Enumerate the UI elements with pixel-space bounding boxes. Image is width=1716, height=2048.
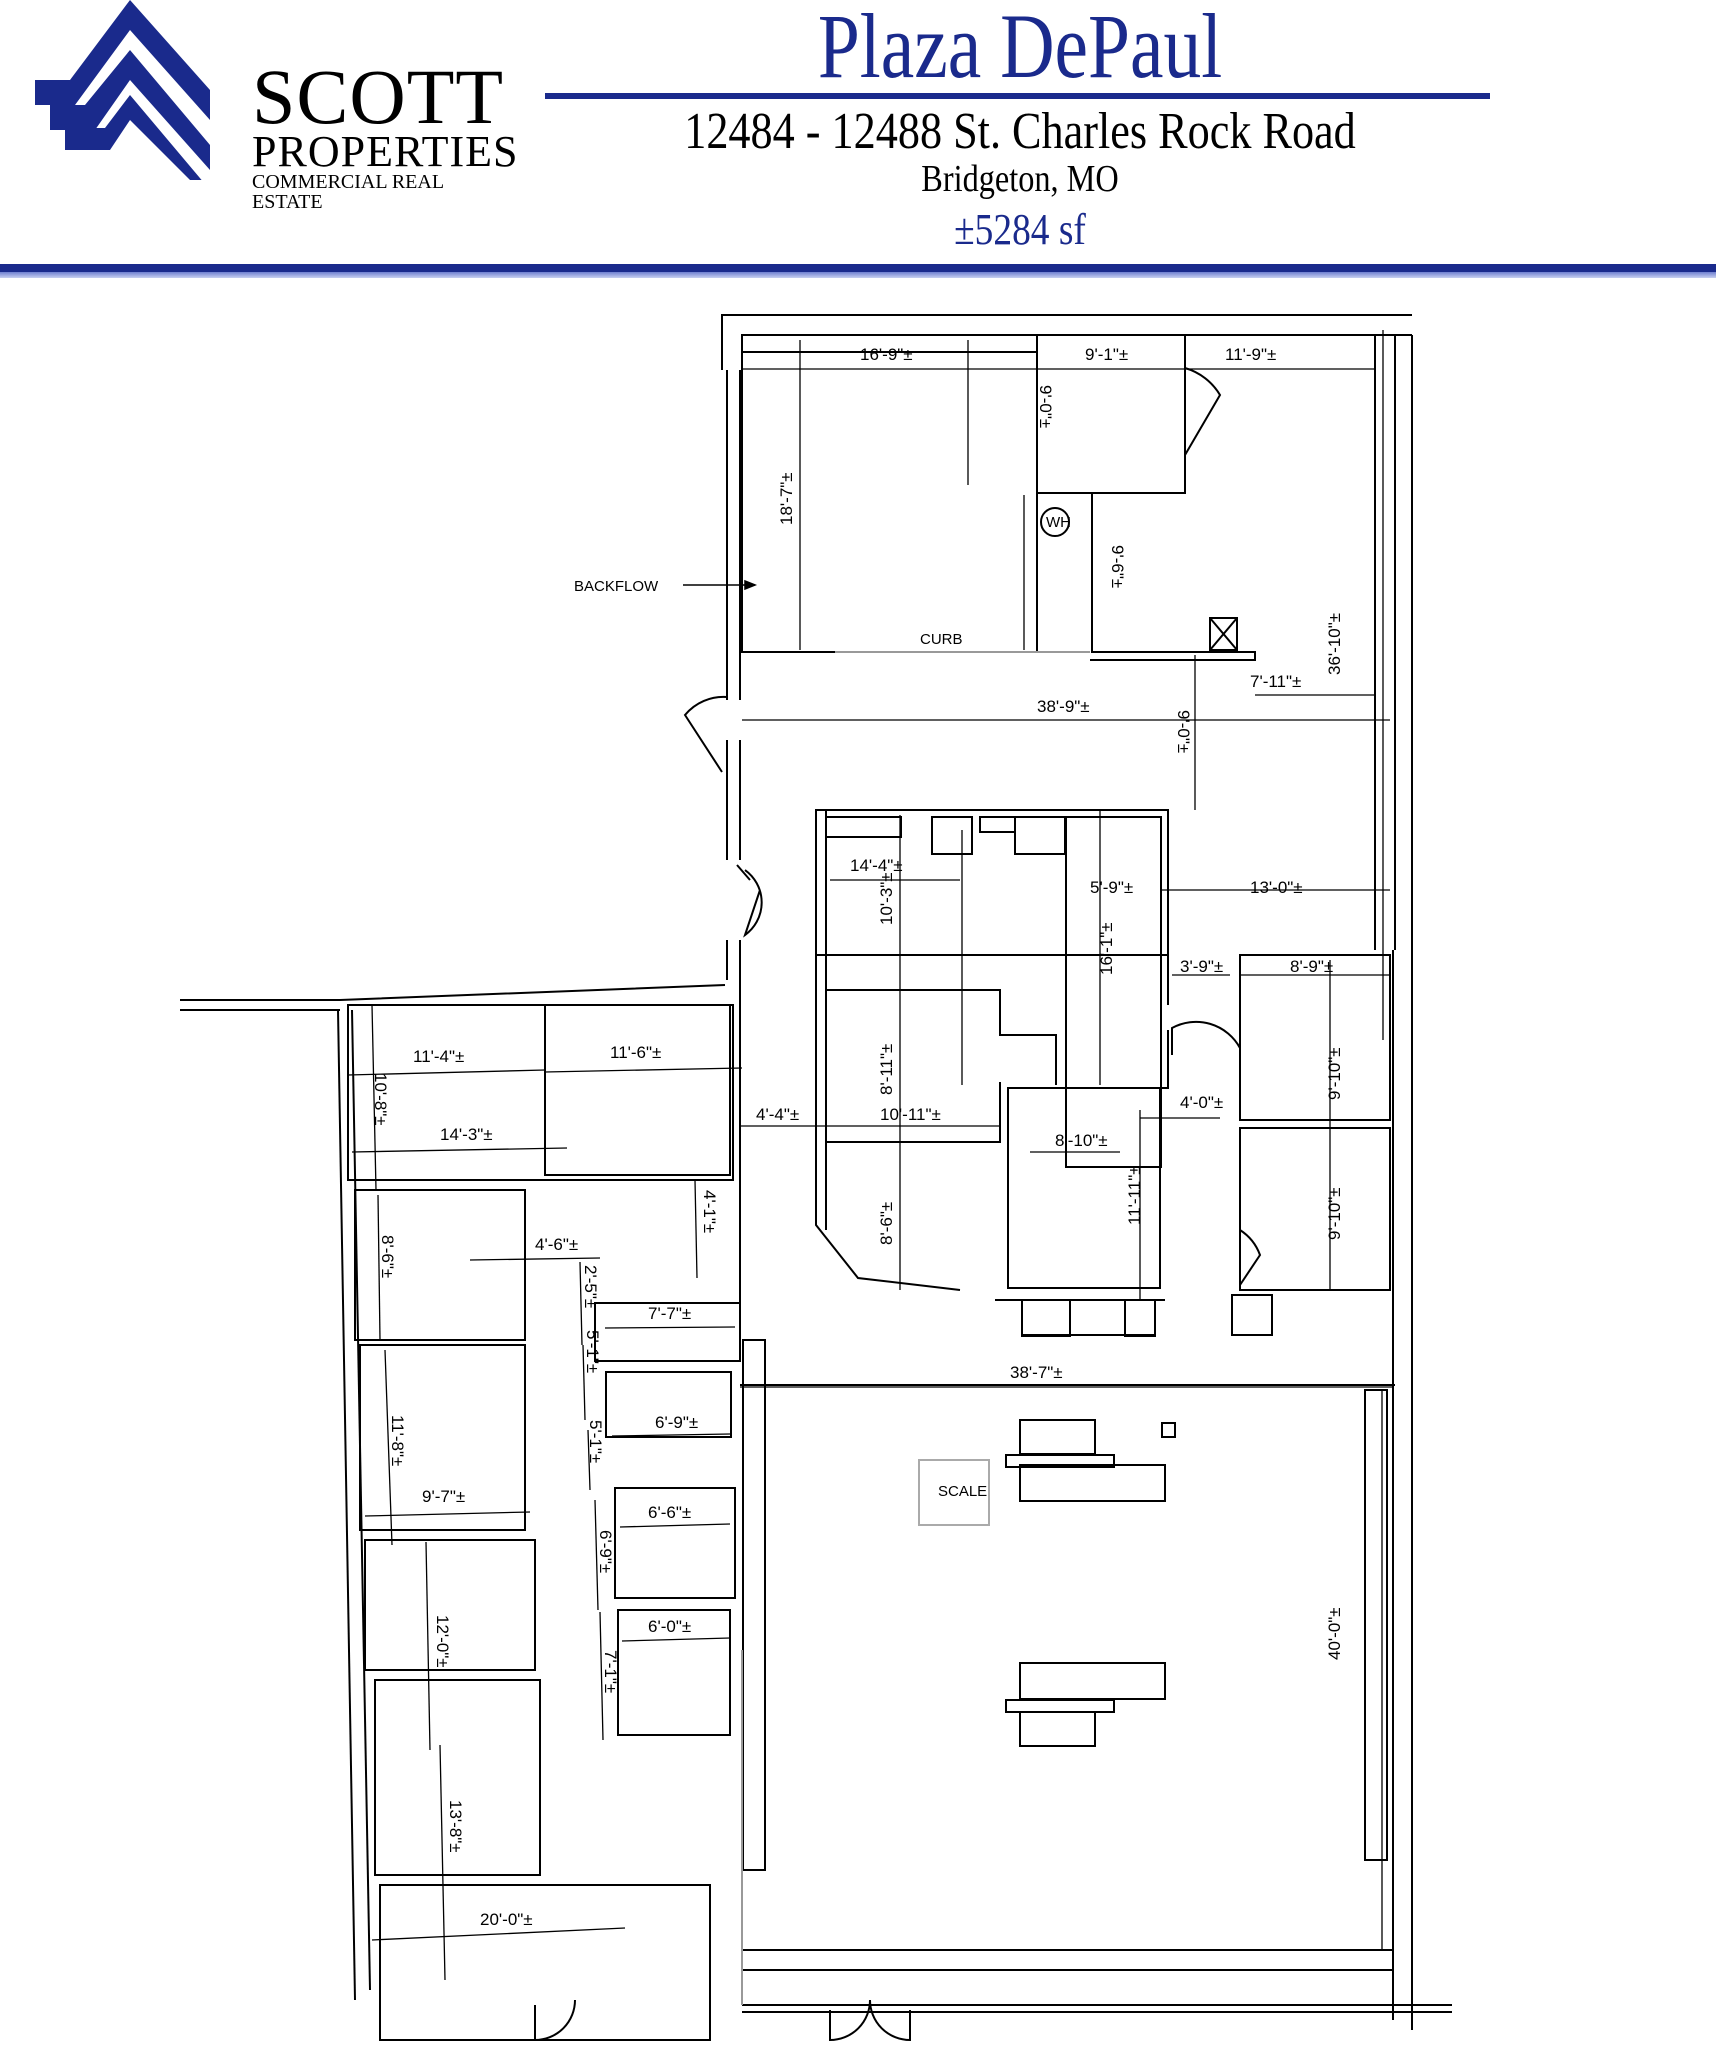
dim-front-office-height: 13'-8"± [446, 1800, 465, 1853]
dim-hall-d: 2'-5"± [581, 1265, 600, 1308]
dim-top-left-width: 16'-9"± [860, 345, 913, 364]
dim-corridor-b: 4'-0"± [1180, 1093, 1223, 1112]
dim-office4-height: 11'-8"± [388, 1415, 407, 1466]
dim-office1-lower-width: 14'-3"± [440, 1125, 493, 1144]
dim-office4-width: 9'-7"± [422, 1487, 465, 1506]
property-city: Bridgeton, MO [921, 158, 1119, 200]
dim-prep-width: 8'-10"± [1055, 1131, 1108, 1150]
dim-room-mid-width: 10'-11"± [880, 1105, 941, 1124]
dim-top-right-width: 11'-9"± [1225, 345, 1276, 364]
dim-hall-c: 4'-6"± [535, 1235, 578, 1254]
curb-label: CURB [920, 631, 963, 648]
dim-restroom1-width: 7'-7"± [648, 1304, 691, 1323]
dim-right-total-height: 36'-10"± [1325, 613, 1344, 675]
dim-office1-height: 10'-8"± [371, 1073, 390, 1126]
dim-room-low-height: 8'-6"± [877, 1202, 896, 1245]
logo-line-properties: PROPERTIES [252, 127, 519, 176]
dim-main-height: 40'-0"± [1325, 1607, 1344, 1660]
dim-prep-height: 11'-11"± [1125, 1165, 1144, 1225]
dim-office3-height: 8'-6"± [378, 1235, 397, 1278]
dim-room-mid-height: 8'-11"± [877, 1044, 896, 1095]
dim-right-notch: 7'-11"± [1250, 672, 1301, 691]
dim-closet-height: 9'-0"± [1036, 385, 1055, 428]
dim-office-a-height: 9'-10"± [1325, 1047, 1344, 1100]
dim-kitchen-height: 10'-3"± [877, 872, 896, 925]
dim-office5-height: 12'-0"± [433, 1615, 452, 1668]
property-area: ±5284 sf [954, 205, 1086, 254]
dim-corridor-height: 9'-6"± [1108, 545, 1127, 588]
scale-label: SCALE [938, 1483, 987, 1500]
dim-hall-e: 4'-1"± [700, 1190, 719, 1233]
outer-wall-top [721, 314, 1412, 370]
scott-properties-logo: SCOTT PROPERTIES COMMERCIAL REAL ESTATE [30, 0, 518, 212]
water-heater-label: WH [1046, 514, 1071, 531]
dim-right-office-width: 13'-0"± [1250, 878, 1303, 897]
dim-restroom1-height: 5'-1"± [583, 1330, 602, 1373]
backflow-label: BACKFLOW [574, 578, 659, 595]
dim-office2-width: 11'-6"± [610, 1043, 661, 1062]
dim-pantry-width: 5'-9"± [1090, 878, 1133, 897]
equipment-box-icon [1209, 617, 1238, 651]
dim-main-width: 38'-7"± [1010, 1363, 1063, 1382]
dim-kitchen-width: 14'-4"± [850, 856, 903, 875]
logo-line-tagline: COMMERCIAL REAL ESTATE [252, 171, 444, 213]
property-title: Plaza DePaul [817, 0, 1223, 97]
dim-restroom4-width: 6'-0"± [648, 1617, 691, 1636]
header-bottom-gradient [0, 272, 1716, 278]
header: SCOTT PROPERTIES COMMERCIAL REAL ESTATE … [0, 0, 1716, 280]
dim-office-b-height: 9'-10"± [1325, 1187, 1344, 1240]
property-address: 12484 - 12488 St. Charles Rock Road [684, 103, 1356, 160]
dim-corridor-a: 4'-4"± [756, 1105, 799, 1124]
header-bottom-rule [0, 264, 1716, 272]
dim-restroom2-height: 5'-1"± [586, 1420, 605, 1463]
chevron-roof-icon [35, 0, 210, 200]
title-divider [545, 93, 1490, 99]
dim-restroom3-width: 6'-6"± [648, 1503, 691, 1522]
dim-restroom2-width: 6'-9"± [655, 1413, 698, 1432]
dim-restroom4-height: 7'-1"± [601, 1650, 620, 1693]
dim-storage-height: 18'-7"± [777, 472, 796, 525]
dim-pantry-height: 16'-1"± [1097, 922, 1116, 975]
logo-line-scott: SCOTT [252, 53, 505, 140]
dim-hall-width: 38'-9"± [1037, 697, 1090, 716]
dim-office1-width: 11'-4"± [413, 1047, 464, 1066]
dim-office-a-width: 8'-9"± [1290, 957, 1333, 976]
dim-small-hall: 3'-9"± [1180, 957, 1223, 976]
dim-front-office-width: 20'-0"± [480, 1910, 533, 1929]
dim-top-mid-width: 9'-1"± [1085, 345, 1128, 364]
dim-hall-depth: 9'-0"± [1174, 710, 1193, 753]
dim-restroom3-height: 6'-9"± [596, 1530, 615, 1573]
scale-icon [918, 1459, 990, 1526]
water-heater-icon [1040, 507, 1070, 537]
